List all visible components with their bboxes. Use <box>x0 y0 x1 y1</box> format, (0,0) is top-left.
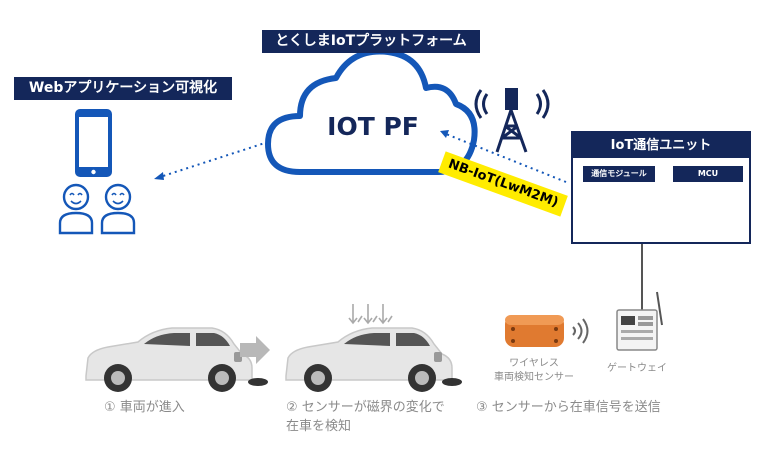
dotted-arrow-cloud-to-app <box>154 141 269 180</box>
iot-unit-box: IoT通信ユニット 通信モジュール MCU <box>571 131 751 244</box>
car-entering-icon <box>85 327 253 393</box>
unit-title: IoT通信ユニット <box>573 133 749 158</box>
antenna-tower-icon <box>474 88 550 153</box>
smartphone-icon <box>75 109 112 177</box>
gateway-caption: ゲートウェイ <box>607 363 667 374</box>
sensor-caption: ワイヤレス 車両検知センサー <box>494 358 574 383</box>
dotted-arrow-unit-to-cloud <box>440 130 567 183</box>
comm-module-label: 通信モジュール <box>583 166 655 182</box>
step-1-caption: ① 車両が進入 <box>104 400 185 415</box>
step-3-caption: ③ センサーから在車信号を送信 <box>476 400 661 415</box>
magnetic-field-arrows <box>348 304 393 325</box>
ground-sensor-icon <box>442 378 462 386</box>
signal-waves-icon <box>572 318 589 344</box>
gateway-icon <box>616 291 663 351</box>
step-arrow-icon <box>240 336 270 364</box>
ground-sensor-icon <box>248 378 268 386</box>
mcu-label: MCU <box>673 166 743 182</box>
wireless-sensor-icon <box>505 315 564 347</box>
platform-label: とくしまIoTプラットフォーム <box>262 30 480 53</box>
step-2-caption: ② センサーが磁界の変化で 在車を検知 <box>286 400 445 434</box>
car-parked-icon <box>285 327 453 393</box>
cloud-label: IOT PF <box>327 112 419 141</box>
users-icon <box>58 183 136 235</box>
web-app-label: Webアプリケーション可視化 <box>14 77 232 100</box>
